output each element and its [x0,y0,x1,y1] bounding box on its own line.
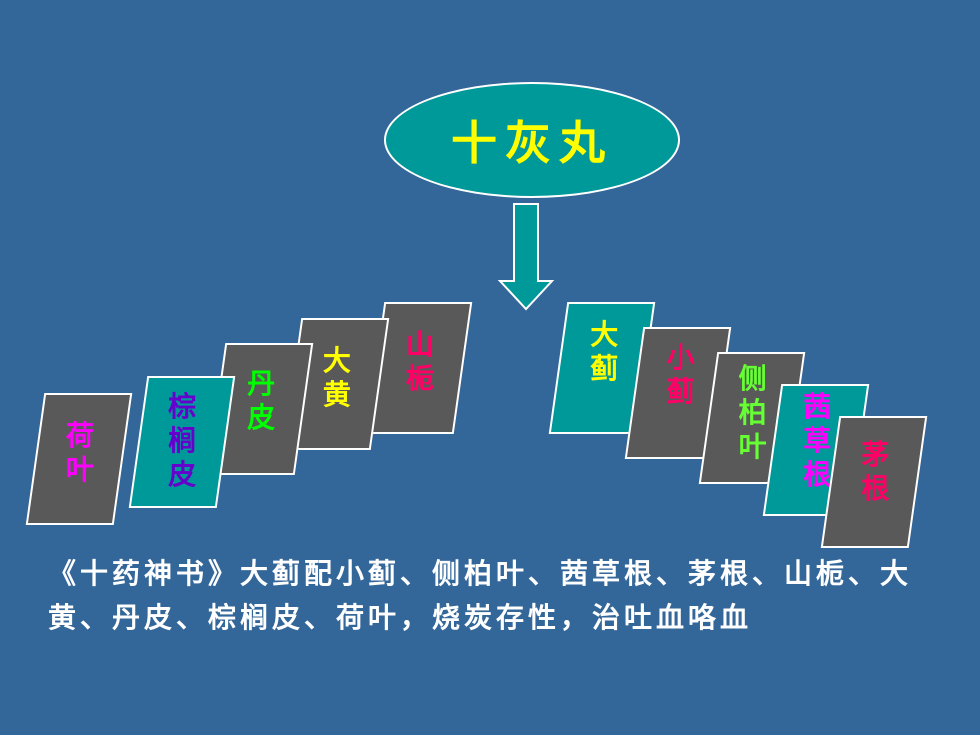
herb-card-maogen: 茅根 [820,416,928,548]
herb-label: 荷叶 [65,419,94,486]
down-arrow-icon [497,203,555,311]
herb-label: 大蓟 [590,318,619,385]
herb-label: 茜草根 [803,390,832,491]
herb-label: 茅根 [861,438,890,505]
caption-text: 《十药神书》大蓟配小蓟、侧柏叶、茜草根、茅根、山栀、大黄、丹皮、棕榈皮、荷叶，烧… [48,557,913,634]
herb-label: 大黄 [322,344,351,411]
herb-label: 棕榈皮 [168,390,197,491]
herb-card-zonglvpi: 棕榈皮 [128,376,236,508]
formula-title: 十灰丸 [451,116,613,170]
title-ellipse: 十灰丸 [384,82,680,198]
herb-label: 小蓟 [666,341,695,408]
herb-label: 山栀 [405,328,434,395]
herb-card-heye: 荷叶 [25,393,133,525]
herb-label: 侧柏叶 [738,362,767,463]
herb-label: 丹皮 [247,367,276,434]
